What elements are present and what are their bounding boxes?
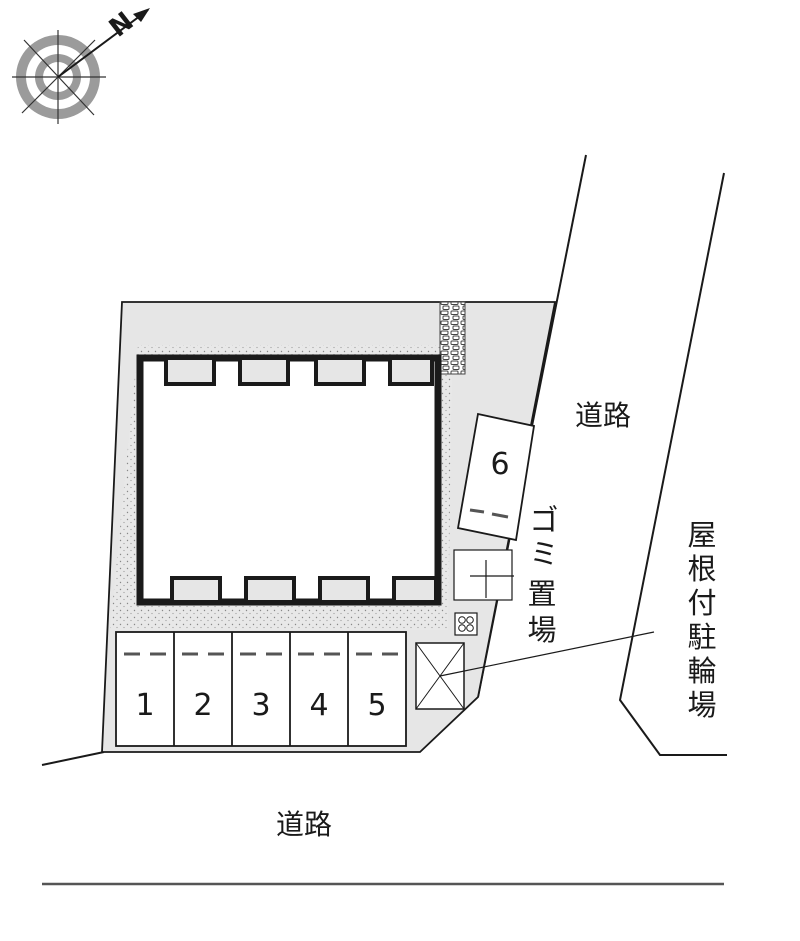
bicycle-label: 屋 根 付 駐 輪 場 — [687, 518, 716, 722]
bicycle-parking — [415, 631, 655, 710]
garbage-box — [453, 549, 514, 601]
building — [136, 354, 442, 606]
bicycle-label-6: 場 — [687, 688, 716, 722]
parking-slot-1: 1 — [135, 688, 154, 723]
south-road-label: 道路 — [276, 808, 332, 841]
fence-strip — [439, 301, 466, 375]
meter-icon — [454, 612, 478, 636]
garbage-label-1: ゴ — [529, 503, 558, 537]
east-road-label: 道路 — [575, 399, 631, 432]
south-road — [41, 751, 724, 886]
parking-slot-5: 5 — [367, 688, 386, 723]
parking-slot-6-area: 6 — [456, 412, 536, 542]
bicycle-label-1: 屋 — [687, 518, 716, 552]
bicycle-label-4: 駐 — [687, 620, 716, 654]
garbage-label-2: ミ — [529, 537, 558, 571]
parking-area: 1 2 3 4 5 — [115, 631, 407, 747]
bicycle-label-5: 輪 — [687, 654, 716, 688]
bicycle-label-2: 根 — [687, 552, 716, 586]
north-arrow-icon — [57, 8, 150, 78]
garbage-label-4: 場 — [527, 613, 556, 647]
parking-slot-4: 4 — [309, 688, 328, 723]
compass: N — [12, 6, 150, 124]
bicycle-label-3: 付 — [687, 586, 716, 620]
garbage-label-3: 置 — [527, 577, 556, 611]
parking-slot-3: 3 — [251, 688, 270, 723]
parking-slot-6: 6 — [490, 447, 509, 482]
parking-slot-2: 2 — [193, 688, 212, 723]
garbage-label: ゴ ミ 置 場 — [527, 503, 558, 647]
